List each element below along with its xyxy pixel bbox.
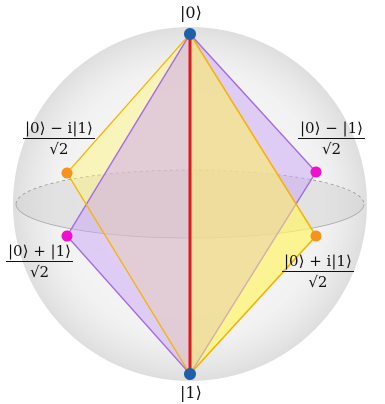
label-minus-numerator: |0⟩ − |1⟩: [298, 119, 366, 139]
point-plus-i: [310, 230, 322, 242]
label-minus-i-state: |0⟩ − i|1⟩ √2: [23, 121, 95, 157]
yellow-edge-top-left: [66, 33, 191, 174]
label-plus-i-numerator: |0⟩ + i|1⟩: [282, 252, 354, 272]
label-plus-i-state: |0⟩ + i|1⟩ √2: [282, 254, 354, 290]
label-ket-one: |1⟩: [180, 383, 202, 402]
point-minus-i: [61, 167, 73, 179]
yellow-edge-bottom-right: [189, 235, 317, 375]
label-minus-state: |0⟩ − |1⟩ √2: [298, 119, 366, 158]
point-plus: [61, 230, 73, 242]
yellow-plane-front: [190, 34, 316, 374]
label-plus-numerator: |0⟩ + |1⟩: [6, 242, 74, 262]
label-minus-denominator: √2: [321, 140, 342, 158]
label-plus-state: |0⟩ + |1⟩ √2: [6, 242, 74, 281]
label-plus-denominator: √2: [29, 263, 50, 281]
point-minus: [310, 166, 322, 178]
point-zero: [184, 28, 196, 40]
point-one: [184, 368, 196, 380]
label-minus-i-numerator: |0⟩ − i|1⟩: [23, 119, 95, 139]
yellow-edge-bottom-left: [66, 172, 191, 375]
yellow-edge-top-right: [189, 33, 317, 237]
label-minus-i-denominator: √2: [49, 140, 69, 158]
label-plus-i-denominator: √2: [308, 273, 328, 291]
label-ket-zero: |0⟩: [180, 3, 202, 22]
